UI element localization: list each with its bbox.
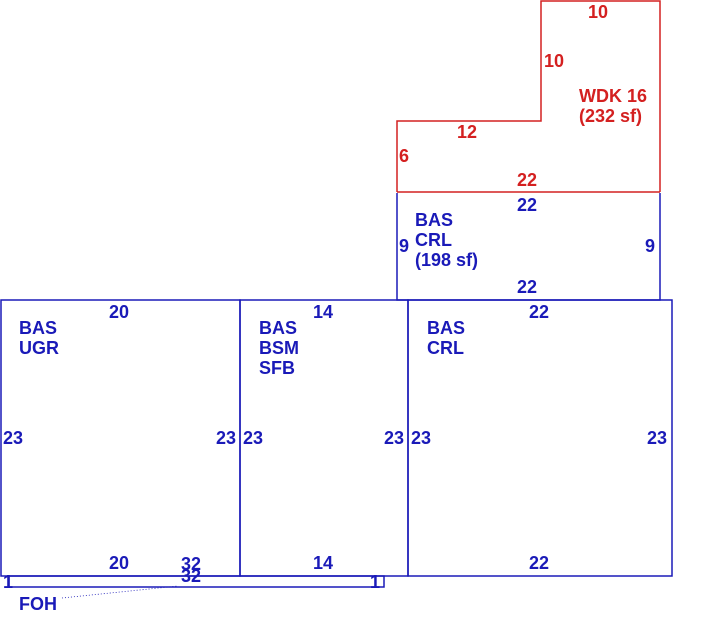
crl-upper-dim-right: 9	[645, 236, 655, 256]
wdk-dim-inner-vertical: 10	[544, 51, 564, 71]
bsm-dim-left: 23	[243, 428, 263, 448]
wdk-dim-left: 6	[399, 146, 409, 166]
crl-lower-line2: CRL	[427, 338, 464, 358]
wdk-outline	[396, 0, 661, 192]
foh-name: FOH	[19, 594, 57, 614]
crl-lower-dim-left: 23	[411, 428, 431, 448]
crl-upper-dim-left: 9	[399, 236, 409, 256]
bsm-line2: BSM	[259, 338, 299, 358]
crl-upper-area: (198 sf)	[415, 250, 478, 270]
ugr-dim-left: 23	[3, 428, 23, 448]
bsm-line1: BAS	[259, 318, 297, 338]
foh-dim-top: 32	[181, 554, 201, 574]
ugr-dim-top: 20	[109, 302, 129, 322]
foh-strip	[8, 575, 385, 588]
foh-dim-bottom: 32	[181, 566, 201, 586]
crl-lower-area	[407, 299, 673, 577]
wdk-area: (232 sf)	[579, 106, 642, 126]
crl-lower-dim-right: 23	[647, 428, 667, 448]
bsm-dim-right: 23	[384, 428, 404, 448]
wdk-name: WDK 16	[579, 86, 647, 106]
bsm-dim-bottom: 14	[313, 553, 333, 573]
ugr-dim-right: 23	[216, 428, 236, 448]
foh-dim-right: 1	[370, 572, 380, 592]
ugr-dim-bottom: 20	[109, 553, 129, 573]
wdk-dim-step-top: 12	[457, 122, 477, 142]
crl-upper-line2: CRL	[415, 230, 452, 250]
ugr-line1: BAS	[19, 318, 57, 338]
wdk-dim-bottom: 22	[517, 170, 537, 190]
wdk-dim-top: 10	[588, 2, 608, 22]
foh-dim-left: 1	[3, 572, 13, 592]
crl-upper-dim-bottom: 22	[517, 277, 537, 297]
crl-lower-dim-top: 22	[529, 302, 549, 322]
bsm-line3: SFB	[259, 358, 295, 378]
crl-upper-dim-top: 22	[517, 195, 537, 215]
foh-leader-line	[61, 585, 179, 599]
bsm-dim-top: 14	[313, 302, 333, 322]
crl-upper-line1: BAS	[415, 210, 453, 230]
crl-lower-dim-bottom: 22	[529, 553, 549, 573]
ugr-line2: UGR	[19, 338, 59, 358]
crl-lower-line1: BAS	[427, 318, 465, 338]
